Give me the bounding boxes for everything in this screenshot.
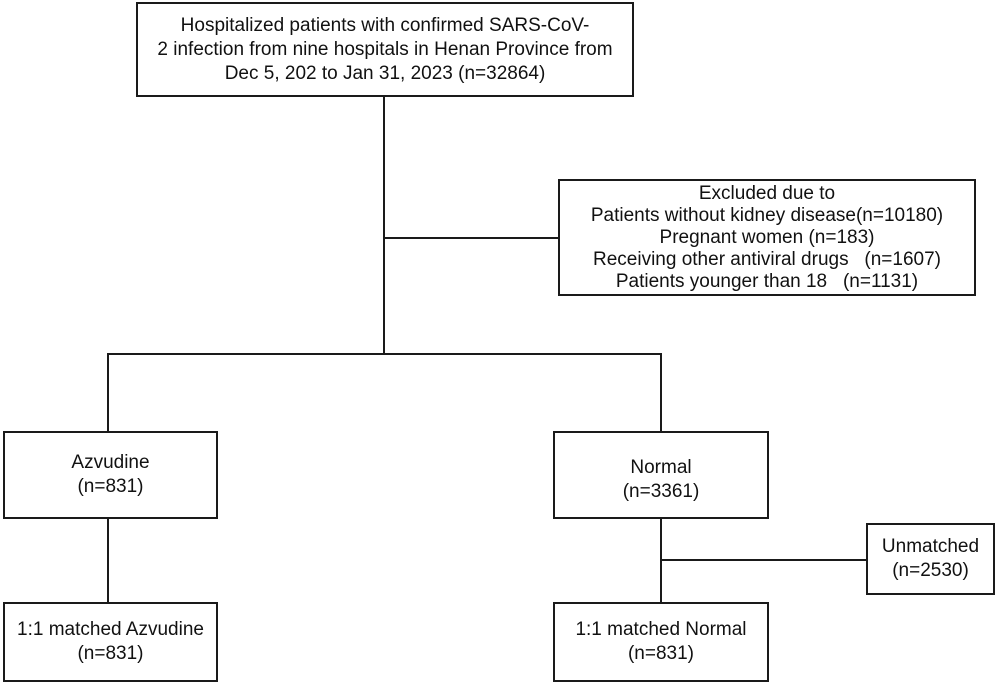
- azvudine-box: Azvudine (n=831): [3, 431, 218, 519]
- matched-normal-label: 1:1 matched Normal: [575, 619, 747, 640]
- normal-box: Normal (n=3361): [553, 431, 769, 519]
- excluded-age: Patients younger than 18 (n=1131): [615, 270, 919, 292]
- unmatched-label: Unmatched: [881, 536, 980, 557]
- matched-azvudine-label: 1:1 matched Azvudine: [17, 619, 204, 640]
- azvudine-label: Azvudine: [71, 452, 150, 473]
- normal-label: Normal: [630, 457, 692, 478]
- normal-count: (n=3361): [622, 481, 700, 502]
- connector-to-azvudine: [107, 353, 109, 432]
- excluded-pregnant: Pregnant women (n=183): [659, 226, 875, 248]
- excluded-kidney: Patients without kidney disease(n=10180): [590, 204, 944, 226]
- source-population-box: Hospitalized patients with confirmed SAR…: [136, 2, 634, 97]
- excluded-heading: Excluded due to: [698, 182, 836, 204]
- source-line-1: Hospitalized patients with confirmed SAR…: [180, 14, 590, 36]
- connector-to-unmatched: [660, 559, 867, 561]
- source-line-3: Dec 5, 202 to Jan 31, 2023 (n=32864): [224, 62, 546, 84]
- matched-azvudine-box: 1:1 matched Azvudine (n=831): [3, 602, 218, 682]
- connector-to-excluded: [383, 237, 559, 239]
- unmatched-box: Unmatched (n=2530): [866, 523, 995, 595]
- unmatched-count: (n=2530): [892, 560, 969, 581]
- connector-to-normal: [660, 353, 662, 432]
- connector-split-horizontal: [107, 353, 662, 355]
- excluded-box: Excluded due to Patients without kidney …: [558, 179, 976, 296]
- matched-normal-box: 1:1 matched Normal (n=831): [553, 602, 769, 682]
- matched-normal-count: (n=831): [627, 643, 695, 664]
- source-line-2: 2 infection from nine hospitals in Henan…: [157, 38, 613, 60]
- connector-azvudine-to-matched: [107, 518, 109, 603]
- excluded-antiviral: Receiving other antiviral drugs (n=1607): [593, 248, 941, 270]
- azvudine-count: (n=831): [77, 476, 144, 497]
- connector-source-down: [383, 95, 385, 353]
- matched-azvudine-count: (n=831): [77, 643, 144, 664]
